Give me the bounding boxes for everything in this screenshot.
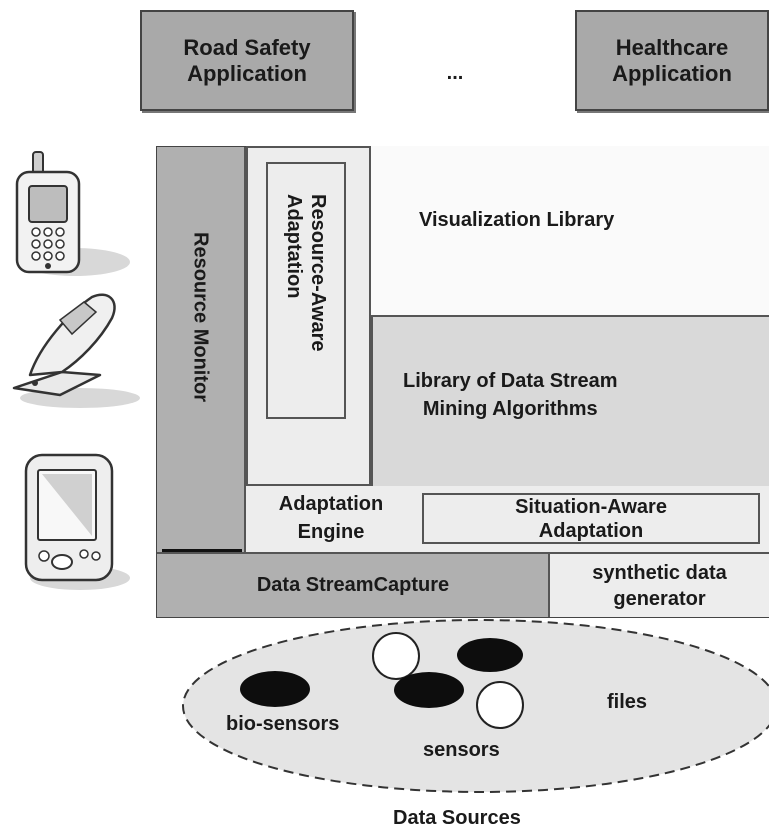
mining-library-box: Library of Data Stream Mining Algorithms <box>371 315 769 486</box>
bio-sensor-circle <box>240 671 310 707</box>
resource-monitor-baseline <box>162 549 242 553</box>
flip-phone-icon <box>12 293 140 408</box>
resource-aware-adaptation-box: Resource-Aware Adaptation <box>266 162 346 419</box>
data-sources-caption: Data Sources <box>393 807 521 829</box>
resource-monitor-panel: Resource Monitor <box>157 147 246 552</box>
adaptation-engine-label-box: Adaptation Engine <box>248 488 414 548</box>
files-label: files <box>607 691 648 713</box>
stream-source-circle-2 <box>457 638 523 672</box>
mining-library-label: Library of Data Stream Mining Algorithms <box>403 370 618 420</box>
synthetic-data-generator-box: synthetic data generator <box>548 552 769 617</box>
resource-monitor-label: Resource Monitor <box>189 232 212 403</box>
applications-ellipsis: ... <box>446 61 464 84</box>
sensor-circle-1 <box>394 672 464 708</box>
healthcare-application-label: Healthcare Application <box>612 34 732 86</box>
stream-source-circle-1 <box>372 632 420 680</box>
healthcare-application-box: Healthcare Application <box>575 10 769 111</box>
synthetic-data-generator-label: synthetic data generator <box>592 561 727 610</box>
resource-aware-adaptation-label: Resource-Aware Adaptation <box>283 194 329 352</box>
bio-sensors-label: bio-sensors <box>226 713 340 735</box>
situation-aware-adaptation-box: Situation-Aware Adaptation <box>422 493 760 544</box>
road-safety-application-box: Road Safety Application <box>140 10 354 111</box>
situation-aware-adaptation-label: Situation-Aware Adaptation <box>515 495 667 542</box>
sensor-circle-2 <box>476 681 524 729</box>
visualization-library-box: Visualization Library <box>371 146 769 316</box>
mobile-phone-icon <box>15 151 130 276</box>
data-stream-capture-box: Data StreamCapture <box>157 552 549 617</box>
adaptation-engine-label: Adaptation Engine <box>278 493 384 543</box>
road-safety-application-label: Road Safety Application <box>183 34 311 86</box>
data-stream-capture-label: Data StreamCapture <box>256 574 450 596</box>
sensors-label: sensors <box>423 739 500 761</box>
pda-icon <box>24 453 130 590</box>
visualization-library-label: Visualization Library <box>419 209 615 231</box>
